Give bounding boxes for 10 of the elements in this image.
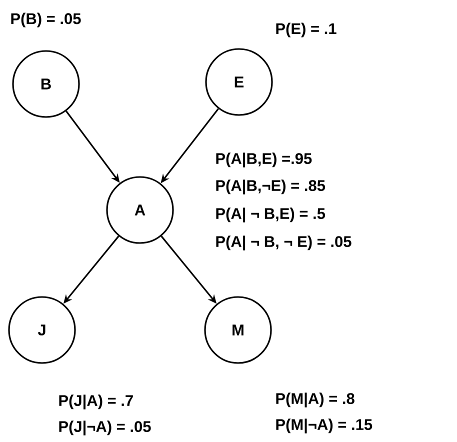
probability-label: P(A|B,¬E) = .85 xyxy=(216,180,326,194)
probability-label: P(E) = .1 xyxy=(276,22,336,38)
probability-label: P(M|A) = .8 xyxy=(276,392,354,408)
probability-label: P(M|¬A) = .15 xyxy=(276,418,372,434)
probability-label: P(B) = .05 xyxy=(11,12,81,28)
probability-label: P(J|A) = .7 xyxy=(59,394,133,410)
probability-label: P(A| ¬ B,E) = .5 xyxy=(216,208,326,222)
probability-label: P(A|B,E) =.95 xyxy=(216,152,312,168)
probability-label: P(A| ¬ B, ¬ E) = .05 xyxy=(216,236,352,250)
probability-label: P(J|¬A) = .05 xyxy=(59,420,151,436)
